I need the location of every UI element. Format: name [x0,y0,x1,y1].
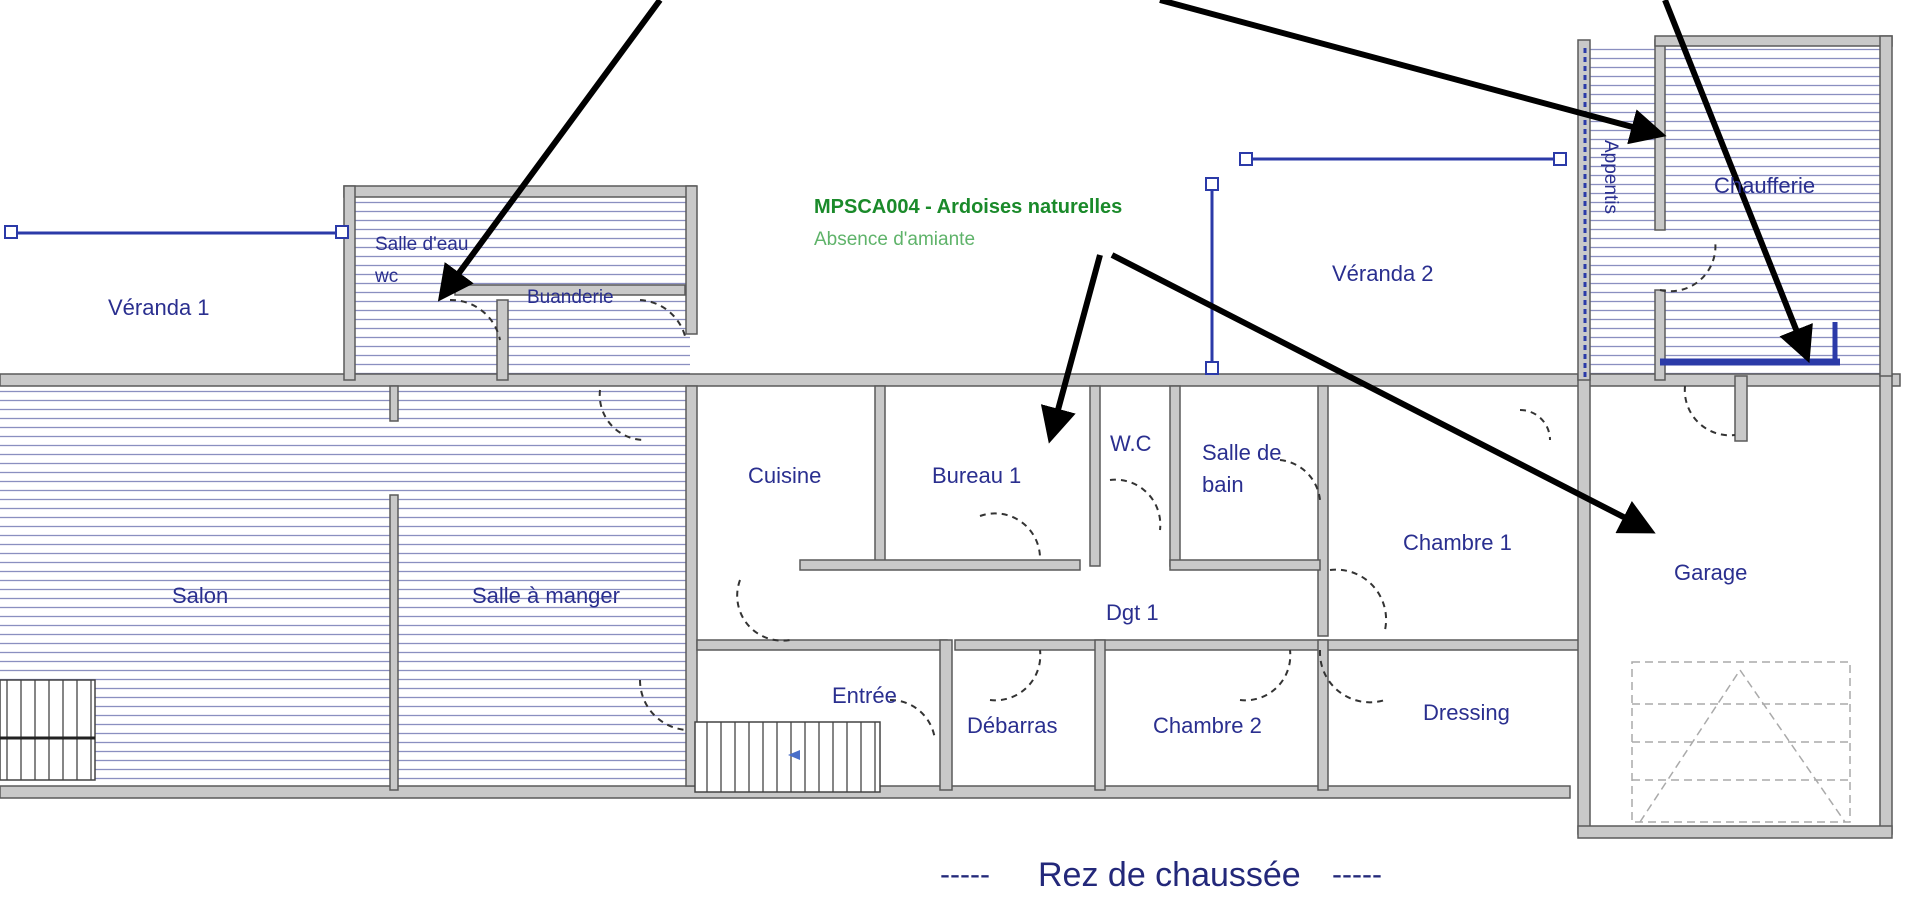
arrow-chaufferie [1662,0,1813,364]
label-salle-a-manger: Salle à manger [472,583,620,608]
sample-code-label: MPSCA004 - Ardoises naturelles [814,196,1122,218]
garage-parking [1631,661,1851,823]
label-salon: Salon [172,583,228,608]
label-wc-small: wc [374,266,398,287]
label-salle-eau: Salle d'eau [375,234,468,255]
label-veranda-1: Véranda 1 [108,295,210,320]
level-dashes-right: ----- [1332,858,1382,891]
arrow-appentis [1159,0,1667,145]
hatch-salon-salle-a-manger [0,385,690,790]
label-entree: Entrée [832,683,897,708]
label-dressing: Dressing [1423,700,1510,725]
label-veranda-2: Véranda 2 [1332,261,1434,286]
stairs-entree [694,721,881,793]
hatch-appentis-chaufferie [1585,48,1885,380]
stairs-left [0,679,96,781]
label-bureau-1: Bureau 1 [932,463,1021,488]
label-debarras: Débarras [967,713,1057,738]
label-salle-de-bain-1: Salle de [1202,440,1282,465]
label-chambre-2: Chambre 2 [1153,713,1262,738]
level-title: Rez de chaussée [1038,856,1301,894]
arrow-garage [1110,252,1656,534]
label-chaufferie: Chaufferie [1714,173,1815,198]
pointer-arrows [437,0,1813,534]
doors [449,239,1736,741]
room-labels: Véranda 1 Salle d'eau wc Buanderie Salon… [108,140,1815,738]
label-appentis: Appentis [1600,140,1621,214]
label-wc: W.C [1110,431,1152,456]
label-chambre-1: Chambre 1 [1403,530,1512,555]
label-salle-de-bain-2: bain [1202,472,1244,497]
arrow-bureau [1040,254,1103,444]
label-garage: Garage [1674,560,1747,585]
level-dashes-left: ----- [940,858,990,891]
sample-result-label: Absence d'amiante [814,229,975,250]
label-cuisine: Cuisine [748,463,821,488]
label-dgt-1: Dgt 1 [1106,600,1159,625]
label-buanderie: Buanderie [527,287,614,308]
arrow-salle-eau [437,0,663,302]
